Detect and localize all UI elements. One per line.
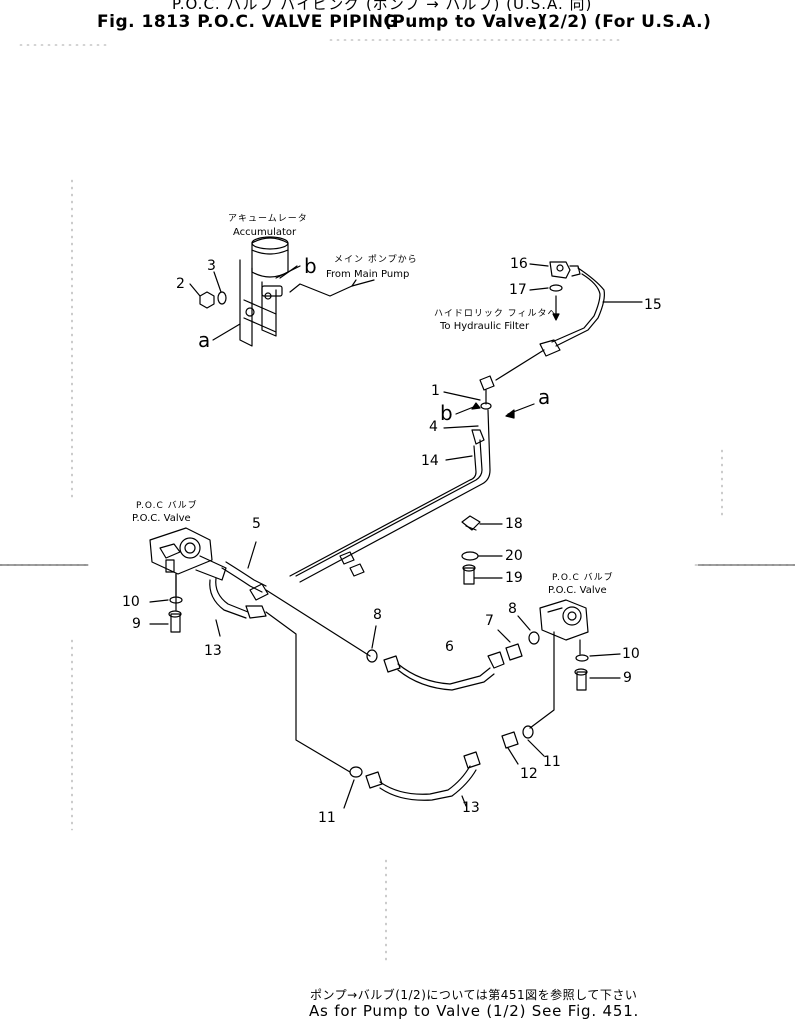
- poc-valve-right-label-jp: P.O.C バルブ: [552, 573, 614, 583]
- part-number-5: 5: [252, 516, 261, 532]
- poc-valve-right-label: P.O.C. Valve: [548, 585, 607, 596]
- hoses-5-13: [209, 541, 371, 773]
- ref-letter-a-pipe: a: [538, 385, 551, 409]
- from-main-pump-label: From Main Pump: [326, 269, 410, 280]
- part-number-14: 14: [421, 453, 439, 469]
- part-number-8-left: 8: [373, 607, 382, 623]
- ref-letter-b-accumulator: b: [304, 254, 317, 278]
- part-number-18: 18: [505, 516, 523, 532]
- part-number-10-left: 10: [122, 594, 140, 610]
- part-number-17: 17: [509, 282, 527, 298]
- elbow-hose-15-16-17: [495, 261, 643, 381]
- fitting-elbow-1-4-14: [289, 375, 535, 583]
- accumulator-label: Accumulator: [233, 227, 297, 238]
- to-hydraulic-filter-label-jp: ハイドロリック フィルタへ: [434, 309, 558, 319]
- part-number-7: 7: [485, 613, 494, 629]
- scan-guide-marks: [0, 39, 795, 961]
- accumulator-label-jp: アキュームレータ: [228, 214, 308, 224]
- part-number-11-right: 11: [543, 754, 561, 770]
- footer-note: As for Pump to Valve (1/2) See Fig. 451.: [309, 1002, 640, 1020]
- part-number-20: 20: [505, 548, 523, 564]
- to-hydraulic-filter-label: To Hydraulic Filter: [440, 321, 530, 332]
- part-number-19: 19: [505, 570, 523, 586]
- part-number-4: 4: [429, 419, 438, 435]
- part-number-3: 3: [207, 258, 216, 274]
- part-number-9-left: 9: [132, 616, 141, 632]
- part-number-11-left: 11: [318, 810, 336, 826]
- poc-valve-left-label: P.O.C. Valve: [132, 513, 191, 524]
- nut-and-oring-2-3: [189, 265, 298, 341]
- poc-valve-left-label-jp: P.O.C バルブ: [136, 501, 198, 511]
- part-number-15: 15: [644, 297, 662, 313]
- ref-letter-a-accumulator: a: [198, 328, 211, 352]
- part-number-2: 2: [176, 276, 185, 292]
- part-number-8-right: 8: [508, 601, 517, 617]
- part-number-1: 1: [431, 383, 440, 399]
- part-number-10-right: 10: [622, 646, 640, 662]
- part-number-6: 6: [445, 639, 454, 655]
- poc-valve-right: [529, 599, 621, 729]
- ref-letter-b-pipe: b: [440, 401, 453, 425]
- clamp-washer-bolt-18-19-20: [461, 515, 503, 585]
- footer-note-jp: ポンプ→バルブ(1/2)については第451図を参照して下さい: [310, 988, 638, 1002]
- part-number-9-right: 9: [623, 670, 632, 686]
- figure-title: Fig. 1813 P.O.C. VALVE PIPING: [97, 12, 398, 32]
- sheet-number: (2/2): [540, 12, 588, 32]
- part-number-12: 12: [520, 766, 538, 782]
- hose-6-oring-8-fitting-7: [366, 615, 540, 691]
- poc-valve-left: [149, 527, 227, 633]
- part-number-13-left: 13: [204, 643, 222, 659]
- from-main-pump-label-jp: メイン ポンプから: [334, 255, 418, 265]
- part-number-13-right: 13: [462, 800, 480, 816]
- header-japanese-title: P.O.C. バルブ パイピング (ポンプ → バルブ) (U.S.A. 向): [172, 0, 593, 13]
- hose-13-oring-11-fitting-12: [343, 725, 545, 809]
- region-label: (For U.S.A.): [594, 12, 712, 32]
- part-number-16: 16: [510, 256, 528, 272]
- figure-subtitle: (Pump to Valve): [384, 12, 546, 32]
